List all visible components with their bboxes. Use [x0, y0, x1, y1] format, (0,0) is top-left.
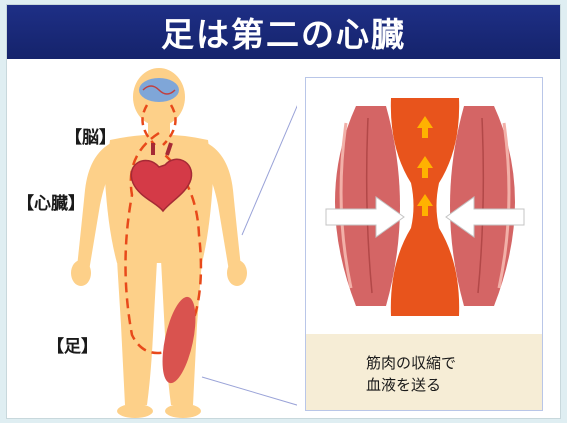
label-brain: 【脳】 — [65, 123, 116, 148]
connector-line-bottom — [202, 377, 297, 408]
muscle-contraction-illustration — [306, 78, 544, 336]
caption: 筋肉の収縮で 血液を送る — [366, 352, 456, 396]
left-leg — [117, 260, 157, 405]
right-hand — [227, 260, 247, 286]
label-foot: 【足】 — [47, 332, 98, 357]
left-hand — [71, 260, 91, 286]
connector-line-top — [242, 83, 297, 235]
caption-line-2: 血液を送る — [366, 374, 456, 396]
caption-area: 筋肉の収縮で 血液を送る — [306, 334, 542, 410]
label-heart: 【心臓】 — [17, 189, 85, 214]
muscle-detail-box: 筋肉の収縮で 血液を送る — [305, 77, 543, 411]
right-foot — [165, 404, 201, 418]
diagram-frame: 足は第二の心臓 【脳】 【心臓】 【足】 — [6, 4, 561, 419]
left-foot — [117, 404, 153, 418]
caption-line-1: 筋肉の収縮で — [366, 352, 456, 374]
